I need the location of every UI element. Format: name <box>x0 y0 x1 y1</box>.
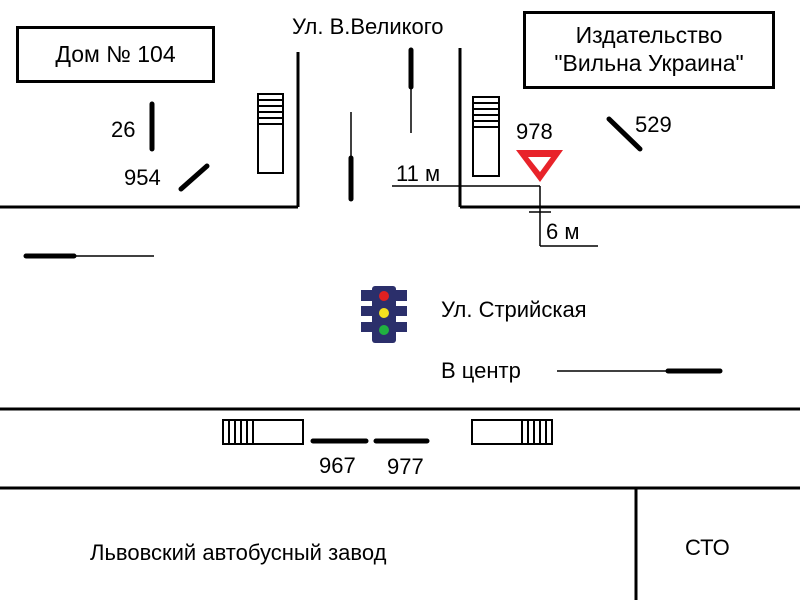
crosswalk-north-right <box>472 96 500 177</box>
crosswalk-north-left <box>257 93 284 174</box>
traffic-light-icon <box>361 286 407 343</box>
vehicle-529-label: 529 <box>635 112 672 137</box>
distance-11m-label: 11 м <box>396 161 441 186</box>
measurement-11m <box>392 180 540 192</box>
publisher-box: Издательство "Вильна Украина" <box>523 11 775 89</box>
vehicle-978-label: 978 <box>516 119 553 144</box>
vehicle-967-label: 967 <box>319 453 356 478</box>
vehicle-954-label: 954 <box>124 165 161 190</box>
service-station-label: СТО <box>685 535 730 560</box>
vehicle-977-label: 977 <box>387 454 424 479</box>
vehicle-26-label: 26 <box>111 117 136 142</box>
factory-label: Львовский автобусный завод <box>90 540 387 565</box>
crosswalk-south-left <box>222 419 304 445</box>
street-striyskaya-label: Ул. Стрийская <box>441 297 587 322</box>
publisher-name: Издательство <box>575 22 723 49</box>
house-104-label: Дом № 104 <box>55 40 176 67</box>
measurement-6m <box>529 186 598 247</box>
street-v-velikogo-label: Ул. В.Великого <box>292 14 444 39</box>
to-center-label: В центр <box>441 358 521 383</box>
crosswalk-south-right <box>471 419 553 445</box>
vehicle-954-mark <box>178 163 210 192</box>
vehicle-529-mark <box>606 116 643 152</box>
house-104-box: Дом № 104 <box>16 26 215 83</box>
publisher-title: "Вильна Украина" <box>554 50 744 76</box>
distance-6m-label: 6 м <box>546 219 580 244</box>
yield-sign-icon <box>516 150 563 182</box>
